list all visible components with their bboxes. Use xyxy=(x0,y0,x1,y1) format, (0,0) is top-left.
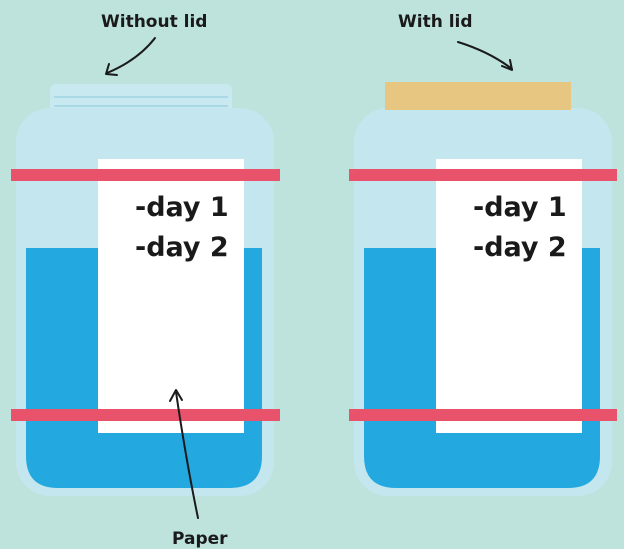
note-day-1: -day 1 xyxy=(135,192,229,223)
arrow-paper xyxy=(169,389,199,519)
rubber-band-top xyxy=(349,169,617,181)
paper-sheet xyxy=(436,159,582,433)
arrow-without-lid xyxy=(105,37,156,76)
jar-without-lid: -day 1 -day 2 xyxy=(11,84,280,496)
rubber-band-top xyxy=(11,169,280,181)
rubber-band-bottom xyxy=(11,409,280,421)
label-with-lid: With lid xyxy=(398,12,473,32)
note-day-2: -day 2 xyxy=(135,232,229,263)
note-day-2: -day 2 xyxy=(473,232,567,263)
rubber-band-bottom xyxy=(349,409,617,421)
jar-lid xyxy=(385,82,571,110)
label-without-lid: Without lid xyxy=(101,12,207,32)
arrow-with-lid xyxy=(457,41,513,71)
paper-sheet xyxy=(98,159,244,433)
label-paper: Paper xyxy=(172,529,228,549)
note-day-1: -day 1 xyxy=(473,192,567,223)
jar-with-lid: -day 1 -day 2 xyxy=(349,82,617,496)
